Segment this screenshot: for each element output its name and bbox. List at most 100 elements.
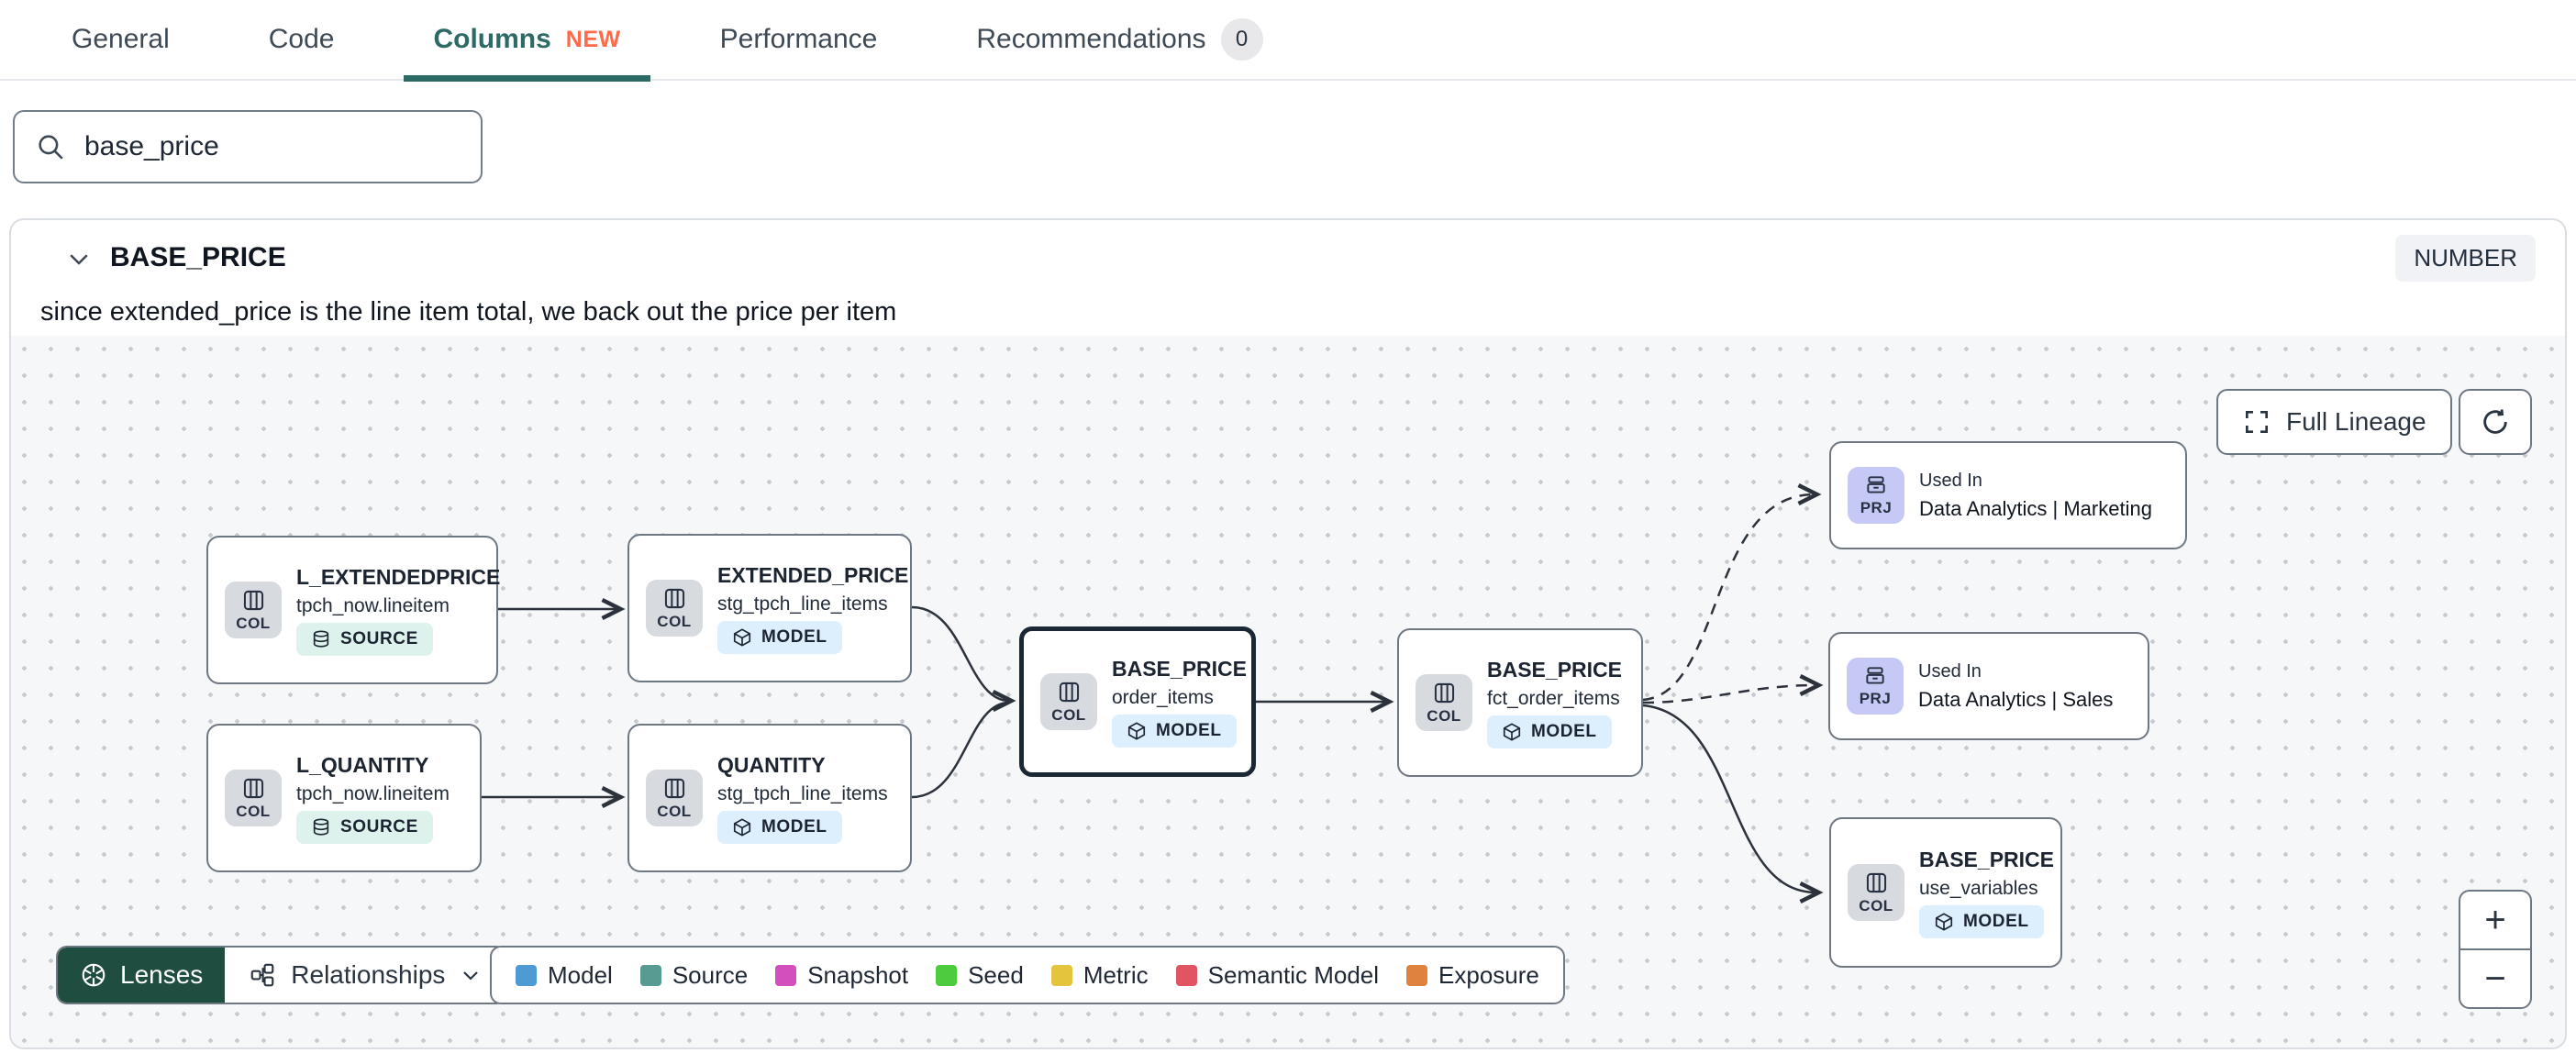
expand-icon: [2246, 411, 2268, 433]
column-icon: COL: [225, 770, 282, 826]
used-in-name: Data Analytics | Marketing: [1919, 496, 2152, 520]
lineage-node-extended-price[interactable]: COL EXTENDED_PRICE stg_tpch_line_items M…: [627, 534, 912, 682]
node-subtitle: order_items: [1112, 686, 1214, 708]
column-icon: COL: [1040, 673, 1097, 730]
lineage-node-quantity[interactable]: COL QUANTITY stg_tpch_line_items MODEL: [627, 724, 912, 872]
node-title: L_QUANTITY: [296, 752, 429, 777]
used-in-label: Used In: [1918, 660, 1982, 682]
tab-columns[interactable]: Columns NEW: [404, 0, 650, 82]
aperture-icon: [82, 963, 105, 987]
tab-bar: General Code Columns NEW Performance Rec…: [0, 0, 2576, 82]
tab-label: Recommendations: [976, 24, 1206, 54]
search-row: [13, 110, 483, 183]
cube-icon: [1935, 912, 1953, 931]
node-subtitle: tpch_now.lineitem: [296, 782, 450, 804]
archive-icon: [1867, 476, 1885, 493]
lineage-node-base-price-order-items[interactable]: COL BASE_PRICE order_items MODEL: [1019, 626, 1256, 777]
tab-label: General: [72, 24, 170, 54]
node-title: BASE_PRICE: [1487, 657, 1622, 682]
tab-general[interactable]: General: [66, 0, 175, 80]
column-panel-header: BASE_PRICE NUMBER since extended_price i…: [11, 220, 2565, 336]
recommendations-count-badge: 0: [1220, 18, 1263, 61]
node-title: L_EXTENDEDPRICE: [296, 564, 501, 589]
legend-swatch: [639, 964, 661, 986]
node-subtitle: use_variables: [1919, 877, 2038, 899]
search-input[interactable]: [84, 131, 461, 162]
node-type-legend: Model Source Snapshot Seed Metric Semant…: [490, 946, 1565, 1004]
legend-item: Source: [639, 961, 748, 990]
cube-icon: [1127, 721, 1146, 740]
relationships-dropdown[interactable]: Relationships: [225, 948, 506, 1003]
archive-icon: [1866, 667, 1884, 684]
legend-item: Seed: [936, 961, 1024, 990]
column-search[interactable]: [13, 110, 483, 183]
cube-icon: [1503, 722, 1521, 741]
lineage-node-used-in-sales[interactable]: PRJ Used In Data Analytics | Sales: [1828, 632, 2149, 740]
tab-label: Columns: [433, 24, 551, 54]
new-badge: NEW: [565, 26, 621, 52]
lineage-edges: [482, 483, 1824, 903]
tab-recommendations[interactable]: Recommendations 0: [971, 0, 1268, 80]
model-badge: MODEL: [1919, 904, 2044, 938]
lineage-node-base-price-fct-order-items[interactable]: COL BASE_PRICE fct_order_items MODEL: [1397, 628, 1643, 777]
node-title: EXTENDED_PRICE: [717, 562, 909, 587]
legend-item: Semantic Model: [1175, 961, 1379, 990]
zoom-out-button[interactable]: −: [2484, 958, 2506, 999]
used-in-name: Data Analytics | Sales: [1918, 687, 2114, 711]
node-subtitle: fct_order_items: [1487, 687, 1620, 709]
column-name: BASE_PRICE: [110, 242, 286, 272]
node-title: BASE_PRICE: [1919, 847, 2054, 871]
lineage-node-l-quantity[interactable]: COL L_QUANTITY tpch_now.lineitem SOURCE: [206, 724, 482, 872]
refresh-icon: [2483, 409, 2507, 434]
legend-swatch: [1175, 964, 1197, 986]
zoom-in-button[interactable]: +: [2460, 892, 2530, 950]
legend-item: Metric: [1050, 961, 1149, 990]
column-icon: COL: [646, 770, 703, 826]
column-icon: COL: [1416, 674, 1472, 731]
column-panel: BASE_PRICE NUMBER since extended_price i…: [9, 218, 2567, 1049]
full-lineage-button[interactable]: Full Lineage: [2216, 389, 2452, 455]
model-badge: MODEL: [1487, 715, 1612, 748]
source-badge: SOURCE: [296, 810, 433, 844]
refresh-button[interactable]: [2459, 389, 2532, 455]
chevron-down-icon[interactable]: [59, 238, 99, 279]
source-badge: SOURCE: [296, 622, 433, 656]
zoom-controls: + −: [2459, 890, 2532, 1009]
model-badge: MODEL: [717, 810, 842, 844]
column-description: since extended_price is the line item to…: [40, 297, 897, 327]
lineage-node-used-in-marketing[interactable]: PRJ Used In Data Analytics | Marketing: [1829, 441, 2187, 549]
database-icon: [313, 629, 329, 648]
lineage-node-l-extendedprice[interactable]: COL L_EXTENDEDPRICE tpch_now.lineitem SO…: [206, 536, 501, 684]
column-type-badge: NUMBER: [2395, 235, 2536, 282]
tab-performance[interactable]: Performance: [715, 0, 883, 80]
legend-swatch: [516, 964, 537, 986]
legend-swatch: [936, 964, 958, 986]
cube-icon: [733, 817, 751, 837]
node-title: BASE_PRICE: [1112, 656, 1247, 681]
search-icon: [35, 131, 66, 162]
column-icon: COL: [225, 582, 282, 638]
active-tab-underline: [404, 75, 650, 82]
legend-swatch: [775, 964, 797, 986]
node-subtitle: stg_tpch_line_items: [717, 782, 888, 804]
project-icon: PRJ: [1847, 658, 1904, 715]
legend-swatch: [1050, 964, 1072, 986]
lineage-node-base-price-use-variables[interactable]: COL BASE_PRICE use_variables MODEL: [1829, 817, 2062, 968]
column-icon: COL: [646, 580, 703, 637]
model-badge: MODEL: [717, 620, 842, 654]
database-icon: [313, 817, 329, 836]
legend-item: Snapshot: [775, 961, 908, 990]
tab-code[interactable]: Code: [263, 0, 340, 80]
lineage-canvas[interactable]: COL L_EXTENDEDPRICE tpch_now.lineitem SO…: [11, 336, 2565, 1047]
project-icon: PRJ: [1848, 467, 1904, 524]
lenses-button[interactable]: Lenses: [58, 948, 226, 1003]
chevron-down-icon: [463, 971, 479, 981]
used-in-label: Used In: [1919, 470, 1982, 491]
legend-item: Exposure: [1406, 961, 1539, 990]
column-icon: COL: [1848, 864, 1904, 921]
node-title: QUANTITY: [717, 752, 826, 777]
node-subtitle: stg_tpch_line_items: [717, 593, 888, 615]
lenses-control: Lenses Relationships: [56, 946, 508, 1004]
model-badge: MODEL: [1112, 714, 1237, 748]
cube-icon: [733, 627, 751, 647]
